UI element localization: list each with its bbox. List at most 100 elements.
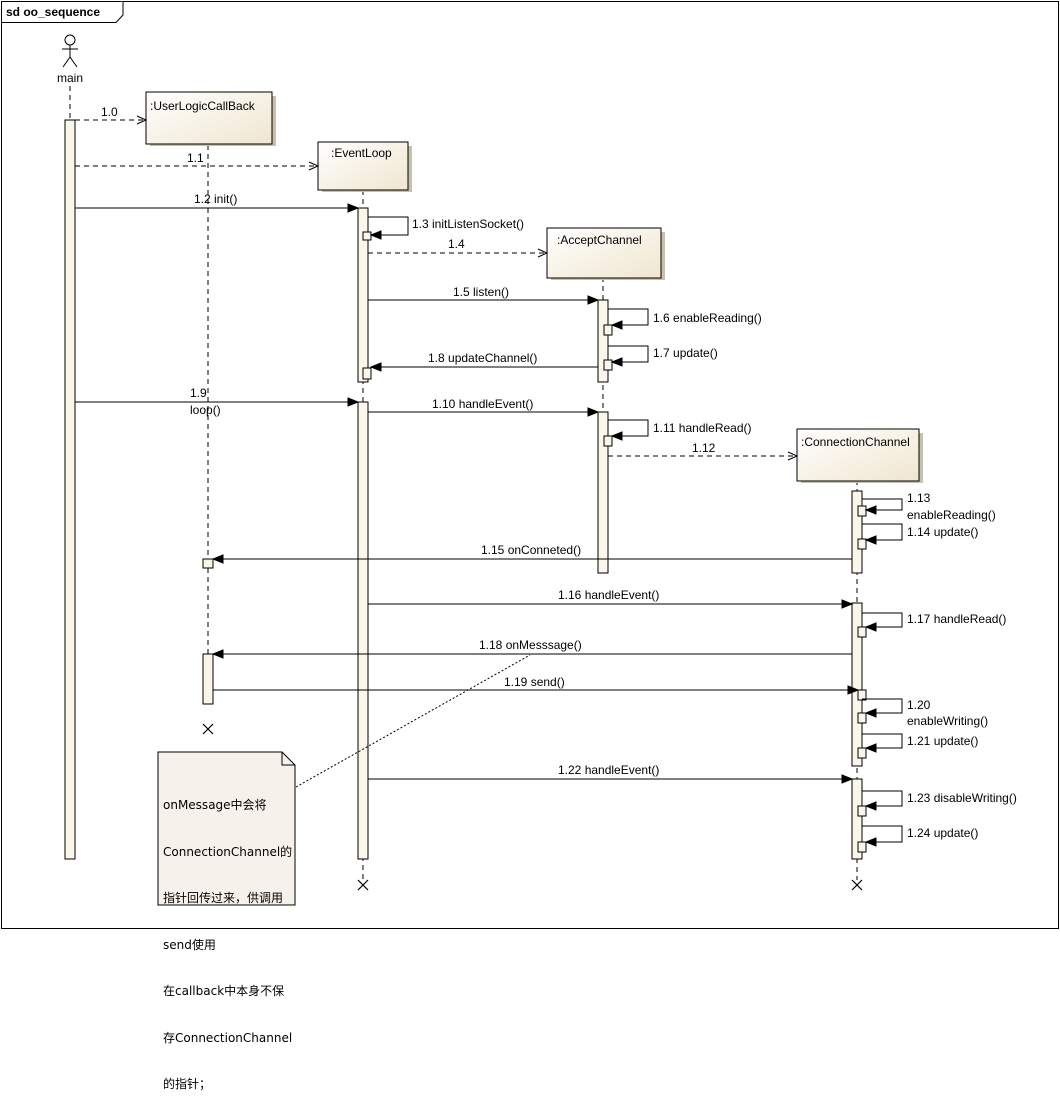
message-1-4-label: 1.4 — [448, 237, 465, 251]
message-1-5-label: 1.5 listen() — [453, 285, 509, 299]
message-1-24-arrow[interactable] — [862, 825, 903, 847]
destroy-connectionchannel — [851, 879, 863, 891]
message-1-17-arrow[interactable] — [862, 612, 903, 632]
lifeline-head-userlogic[interactable] — [145, 91, 276, 146]
activation-connectionchannel-self-1-13 — [857, 505, 867, 517]
message-1-22-arrow[interactable] — [368, 774, 854, 784]
note-text: onMessage中会将 ConnectionChannel的 指针回传过来，供… — [163, 767, 292, 1108]
activation-acceptchannel-self-1-11 — [603, 435, 613, 447]
message-1-15-arrow[interactable] — [211, 554, 852, 564]
diagram-frame — [1, 1, 1059, 929]
message-1-19-arrow[interactable] — [213, 685, 860, 695]
note-box — [157, 751, 296, 906]
message-1-1-label: 1.1 — [187, 151, 204, 165]
message-1-14-arrow[interactable] — [862, 523, 903, 545]
actor-main-label: main — [57, 71, 83, 85]
message-1-10-label: 1.10 handleEvent() — [432, 397, 533, 411]
message-1-18-label: 1.18 onMesssage() — [479, 638, 582, 652]
activation-eventloop-return-1-8 — [362, 367, 372, 380]
note-line: ConnectionChannel的 — [163, 844, 293, 859]
lifeline-head-eventloop[interactable] — [317, 141, 412, 192]
message-1-24-label: 1.24 update() — [907, 826, 978, 840]
message-1-1-arrow[interactable] — [75, 161, 320, 171]
activation-connectionchannel-write — [851, 778, 863, 860]
lifeline-userlogic-label: :UserLogicCallBack — [150, 99, 256, 113]
activation-connectionchannel-self-1-21 — [857, 747, 867, 759]
activation-userlogic-onconnected — [202, 558, 214, 569]
lifeline-eventloop-label: :EventLoop — [331, 146, 392, 160]
lifeline-head-acceptchannel[interactable] — [546, 227, 665, 280]
message-1-17-label: 1.17 handleRead() — [907, 612, 1006, 626]
activation-acceptchannel-self-1-6 — [603, 324, 613, 336]
message-1-9-number: 1.9 — [190, 386, 207, 400]
message-1-8-arrow[interactable] — [369, 362, 598, 372]
message-1-21-label: 1.21 update() — [907, 734, 978, 748]
message-1-0-label: 1.0 — [101, 105, 118, 119]
note-line: 存ConnectionChannel — [163, 1030, 293, 1045]
activation-connectionchannel-self-1-19 — [857, 689, 867, 701]
message-1-6-arrow[interactable] — [608, 308, 649, 330]
activation-acceptchannel-listen — [597, 299, 609, 383]
activation-connectionchannel-self-1-24 — [857, 841, 867, 853]
message-1-4-arrow[interactable] — [368, 248, 549, 258]
activation-connectionchannel-self-1-23 — [857, 805, 867, 817]
message-1-11-label: 1.11 handleRead() — [653, 421, 752, 435]
note-line: 在callback中本身不保 — [163, 984, 285, 998]
message-1-20-number: 1.20 — [907, 698, 931, 712]
activation-eventloop-init — [357, 207, 369, 383]
message-1-23-label: 1.23 disableWriting() — [907, 791, 1017, 805]
message-1-2-label: 1.2 init() — [194, 192, 237, 206]
activation-eventloop-loop — [357, 401, 369, 860]
activation-connectionchannel-self-1-20 — [857, 712, 867, 724]
message-1-12-label: 1.12 — [692, 441, 716, 455]
activation-connectionchannel-handleevent — [851, 602, 863, 767]
message-1-13-label: enableReading() — [907, 508, 996, 522]
activation-acceptchannel-self-1-7 — [603, 359, 613, 371]
message-1-16-arrow[interactable] — [368, 599, 854, 609]
message-1-9-arrow[interactable] — [75, 397, 360, 407]
message-1-3-label: 1.3 initListenSocket() — [412, 217, 524, 231]
message-1-6-label: 1.6 enableReading() — [653, 311, 762, 325]
message-1-9-label: loop() — [190, 403, 221, 417]
message-1-20-arrow[interactable] — [862, 698, 903, 718]
message-1-20-label: enableWriting() — [907, 714, 988, 728]
message-1-8-label: 1.8 updateChannel() — [428, 351, 537, 365]
note-anchor-line — [295, 654, 531, 788]
note-line: 的指针； — [163, 1077, 212, 1091]
destroy-userlogic — [202, 723, 214, 735]
frame-title-tab — [1, 1, 124, 23]
message-1-7-arrow[interactable] — [608, 345, 649, 367]
activation-userlogic-onmessage — [202, 653, 214, 705]
message-1-5-arrow[interactable] — [368, 295, 600, 305]
activation-main — [64, 119, 76, 860]
message-1-10-arrow[interactable] — [368, 407, 600, 417]
note-line: send使用 — [163, 937, 216, 952]
sequence-diagram: sd oo_sequence main :UserLogicCallBack :… — [1, 1, 1059, 929]
message-1-2-arrow[interactable] — [75, 203, 360, 213]
destroy-eventloop — [357, 879, 369, 891]
activation-acceptchannel-handleevent — [597, 411, 609, 574]
note-line: onMessage中会将 — [163, 798, 267, 812]
message-1-14-label: 1.14 update() — [907, 525, 978, 539]
message-1-11-arrow[interactable] — [608, 419, 649, 441]
message-1-3-arrow[interactable] — [368, 216, 409, 240]
message-1-7-label: 1.7 update() — [653, 346, 718, 360]
message-1-16-label: 1.16 handleEvent() — [558, 588, 659, 602]
message-1-23-arrow[interactable] — [862, 790, 903, 811]
note-line: 指针回传过来，供调用 — [163, 891, 284, 905]
message-1-0-arrow[interactable] — [75, 115, 148, 125]
message-1-13-number: 1.13 — [907, 491, 931, 505]
message-1-13-arrow[interactable] — [862, 498, 903, 515]
actor-main[interactable] — [62, 34, 78, 68]
message-1-19-label: 1.19 send() — [504, 675, 565, 689]
frame-title: sd oo_sequence — [6, 5, 100, 19]
message-1-12-arrow[interactable] — [608, 451, 799, 461]
message-1-18-arrow[interactable] — [211, 649, 852, 659]
lifeline-head-connectionchannel[interactable] — [796, 428, 923, 483]
activation-connectionchannel-self-1-14 — [857, 538, 867, 550]
activation-connectionchannel-create — [851, 490, 863, 574]
message-1-21-arrow[interactable] — [862, 733, 903, 753]
lifeline-connectionchannel-label: :ConnectionChannel — [801, 435, 910, 449]
activation-connectionchannel-self-1-17 — [857, 626, 867, 638]
activation-eventloop-self-1-3 — [362, 231, 372, 241]
